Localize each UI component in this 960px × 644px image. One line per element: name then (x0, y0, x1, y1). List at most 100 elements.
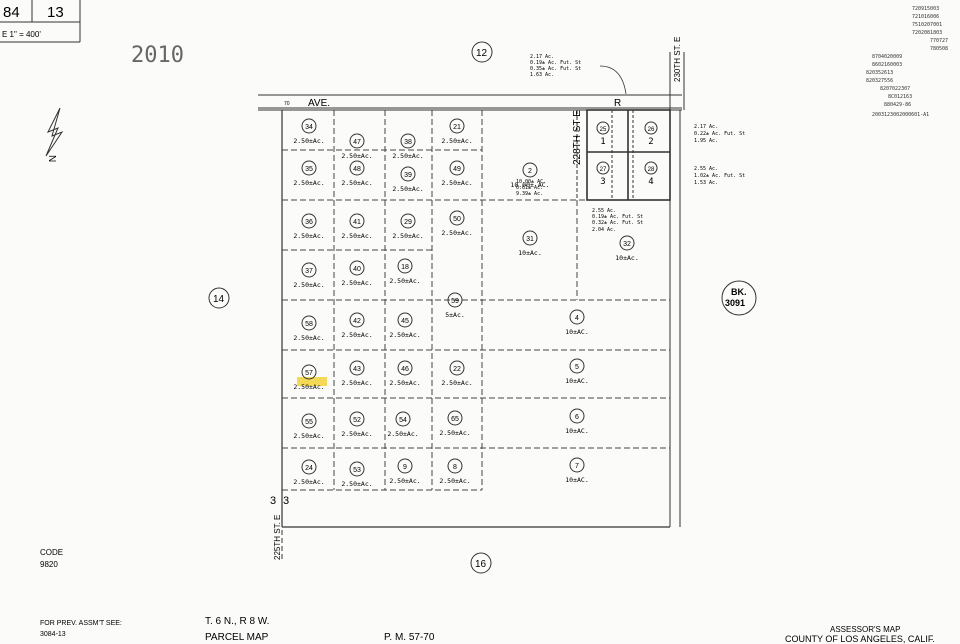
parcel-highlight (297, 377, 327, 386)
parcel-number: 54 (399, 417, 407, 424)
parcel-area: 2.50±Ac. (293, 281, 324, 289)
parcel-7: 710±AC. (565, 457, 589, 484)
parcel-number: 29 (404, 219, 412, 226)
parcel-number: 52 (353, 417, 361, 424)
parcel-number-circle (596, 161, 610, 175)
parcel-number: 45 (401, 318, 409, 325)
parcel-number-circle (644, 121, 658, 135)
subdivision-228th (576, 109, 671, 201)
parcel-8: 82.50±Ac. (439, 458, 471, 485)
parcel-number: 27 (600, 167, 607, 173)
parcel-2: 210.00± AC. (510, 162, 550, 189)
parcel-number-circle (449, 160, 465, 176)
parcel-number: 31 (526, 236, 534, 243)
parcel-number: 18 (401, 264, 409, 271)
parcel-area: 2.50±Ac. (387, 430, 418, 438)
parcel-number-circle (349, 312, 365, 328)
parcel-number: 41 (353, 219, 361, 226)
year-stamp: 2010 (131, 43, 184, 68)
parcel-55: 552.50±Ac. (293, 413, 325, 440)
revision-code: 7510207001 (912, 22, 942, 28)
parcel-area: 2.50±Ac. (341, 152, 372, 160)
parcel-number-circle (301, 315, 317, 331)
parcel-number: 6 (575, 414, 579, 421)
parcel-52: 52 2.50±Ac. (341, 411, 373, 438)
parcel-37: 372.50±Ac. (293, 262, 325, 289)
parcel-area: 10±Ac. (518, 249, 541, 257)
svg-text:1.95 Ac.: 1.95 Ac. (694, 138, 718, 144)
parcel-28: 284 (644, 161, 658, 187)
parcel-57: 572.50±Ac. (293, 364, 325, 391)
svg-text:2.17 Ac.: 2.17 Ac. (530, 54, 554, 60)
parcel-number-circle (400, 166, 416, 182)
parcel-lines (282, 110, 670, 491)
parcel-number: 65 (451, 416, 459, 423)
parcel-number-circle (395, 411, 411, 427)
parcel-area: 2.50±Ac. (389, 331, 420, 339)
parcel-number-circle (301, 160, 317, 176)
parcel-26: 262 (644, 121, 658, 147)
section-north: 12 (471, 41, 493, 63)
parcel-number: 55 (305, 419, 313, 426)
parcel-area: 2.50±Ac. (441, 179, 472, 187)
road-label-right: R (614, 98, 621, 109)
svg-text:0.32± Ac. Fut. St: 0.32± Ac. Fut. St (592, 220, 643, 226)
parcel-number-circle (569, 309, 585, 325)
section-corner-left: 3 (270, 495, 276, 507)
section-corner-right: 3 (283, 495, 289, 507)
parcel-area: 2.50±Ac. (341, 480, 372, 488)
parcel-number-circle (349, 411, 365, 427)
parcel-number: 7 (575, 463, 579, 470)
parcel-area: 2.50±Ac. (341, 179, 372, 187)
svg-text:0.35± Ac. Fut. St: 0.35± Ac. Fut. St (530, 66, 581, 72)
parcel-area: 2.50±Ac. (392, 185, 423, 193)
parcel-number-circle (349, 461, 365, 477)
parcel-area: 2.50±Ac. (341, 430, 372, 438)
revision-code: 820352613 (866, 70, 893, 76)
parcel-area: 10.00± AC. (510, 181, 549, 189)
parcel-area: 2.50±Ac. (441, 379, 472, 387)
svg-text:2.04 Ac.: 2.04 Ac. (592, 227, 616, 233)
north-arrow-icon: N (45, 107, 64, 162)
parcel-4: 410±AC. (565, 309, 589, 336)
svg-text:3091: 3091 (725, 298, 745, 308)
map-book-number: 84 (3, 4, 20, 21)
parcel-number-circle (596, 121, 610, 135)
parcel-area: 2.50±Ac. (389, 277, 420, 285)
parcel-number-circle (301, 364, 317, 380)
svg-text:BK.: BK. (731, 287, 747, 297)
note-top: 2.17 Ac. 0.19± Ac. Fut. St 0.35± Ac. Fut… (530, 54, 581, 78)
parcel-45: 45 2.50±Ac. (389, 312, 421, 339)
prev-assessment-value: 3084-13 (40, 631, 66, 638)
parcel-number: 48 (353, 166, 361, 173)
parcel-number-circle (397, 360, 413, 376)
revision-code: 7202081803 (912, 30, 942, 36)
prev-assessment-label: FOR PREV. ASSM'T SEE: (40, 620, 122, 627)
parcel-area: 2.50±Ac. (392, 152, 423, 160)
township-label: T. 6 N., R 8 W. (205, 616, 269, 627)
parcel-number-circle (301, 459, 317, 475)
parcel-area: 2 (648, 137, 653, 147)
parcel-25: 251 (596, 121, 610, 147)
parcel-area: 2.50±Ac. (392, 232, 423, 240)
note-right-mid: 2.55 Ac. 1.02± Ac. Fut. St 1.53 Ac. (694, 166, 745, 186)
parcel-54: 54 2.50±Ac. (387, 411, 419, 438)
parcel-number-circle (400, 213, 416, 229)
parcel-number: 40 (353, 266, 361, 273)
parcel-number-circle (449, 210, 465, 226)
parcel-34: 342.50±Ac. (293, 118, 325, 145)
parcel-number-circle (400, 133, 416, 149)
parcel-area: 2.50±Ac. (441, 229, 472, 237)
parcel-number: 21 (453, 124, 461, 131)
section-south: 16 (470, 552, 492, 574)
parcel-number: 25 (600, 127, 607, 133)
footer: CODE 9820 FOR PREV. ASSM'T SEE: 3084-13 … (40, 548, 935, 644)
parcel-area: 10±AC. (565, 377, 588, 385)
section-west: 14 (208, 287, 230, 309)
parcel-number: 36 (305, 219, 313, 226)
parcel-number: 24 (305, 465, 313, 472)
parcel-50: 502.50±Ac. (441, 210, 473, 237)
svg-text:1.63 Ac.: 1.63 Ac. (530, 72, 554, 78)
parcel-area: 10±Ac. (615, 254, 638, 262)
